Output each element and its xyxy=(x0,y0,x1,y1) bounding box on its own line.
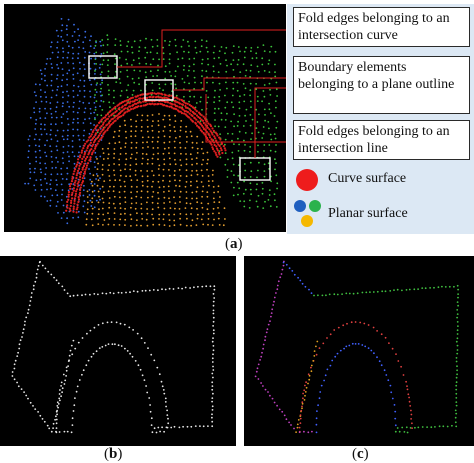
raw-point-cloud-figure xyxy=(11,260,216,434)
legend-curve-label: Curve surface xyxy=(328,171,407,186)
callout-intersection-line-text: Fold edges belonging to an intersection … xyxy=(298,124,450,156)
caption-a: (a) xyxy=(225,236,243,253)
caption-c-letter: c xyxy=(357,446,364,462)
caption-a-open: ( xyxy=(225,236,230,252)
tricolor-dots-icon xyxy=(294,200,321,227)
caption-c-open: ( xyxy=(352,446,357,462)
segmented-point-cloud-figure xyxy=(24,18,286,227)
caption-b-open: ( xyxy=(104,446,109,462)
callout-intersection-curve-text: Fold edges belonging to an intersection … xyxy=(298,11,450,43)
panel-b-raw-point-cloud xyxy=(0,256,236,446)
edge-point-cloud-figure xyxy=(254,260,459,434)
callout-intersection-curve: Fold edges belonging to an intersection … xyxy=(293,7,470,47)
caption-c-close: ) xyxy=(363,446,369,462)
caption-a-close: ) xyxy=(237,236,243,252)
legend-planar-label: Planar surface xyxy=(328,206,408,221)
caption-b: (b) xyxy=(104,446,122,463)
panel-c-edge-points xyxy=(244,256,474,446)
callout-plane-outline-text: Boundary elements belonging to a plane o… xyxy=(298,60,455,92)
callout-plane-outline: Boundary elements belonging to a plane o… xyxy=(293,56,470,114)
caption-a-letter: a xyxy=(230,236,238,252)
red-dot-icon xyxy=(296,169,318,191)
caption-b-letter: b xyxy=(109,446,118,462)
panel-a-point-cloud xyxy=(4,4,286,232)
callout-intersection-line: Fold edges belonging to an intersection … xyxy=(293,120,470,160)
caption-c: (c) xyxy=(352,446,369,463)
caption-b-close: ) xyxy=(117,446,123,462)
